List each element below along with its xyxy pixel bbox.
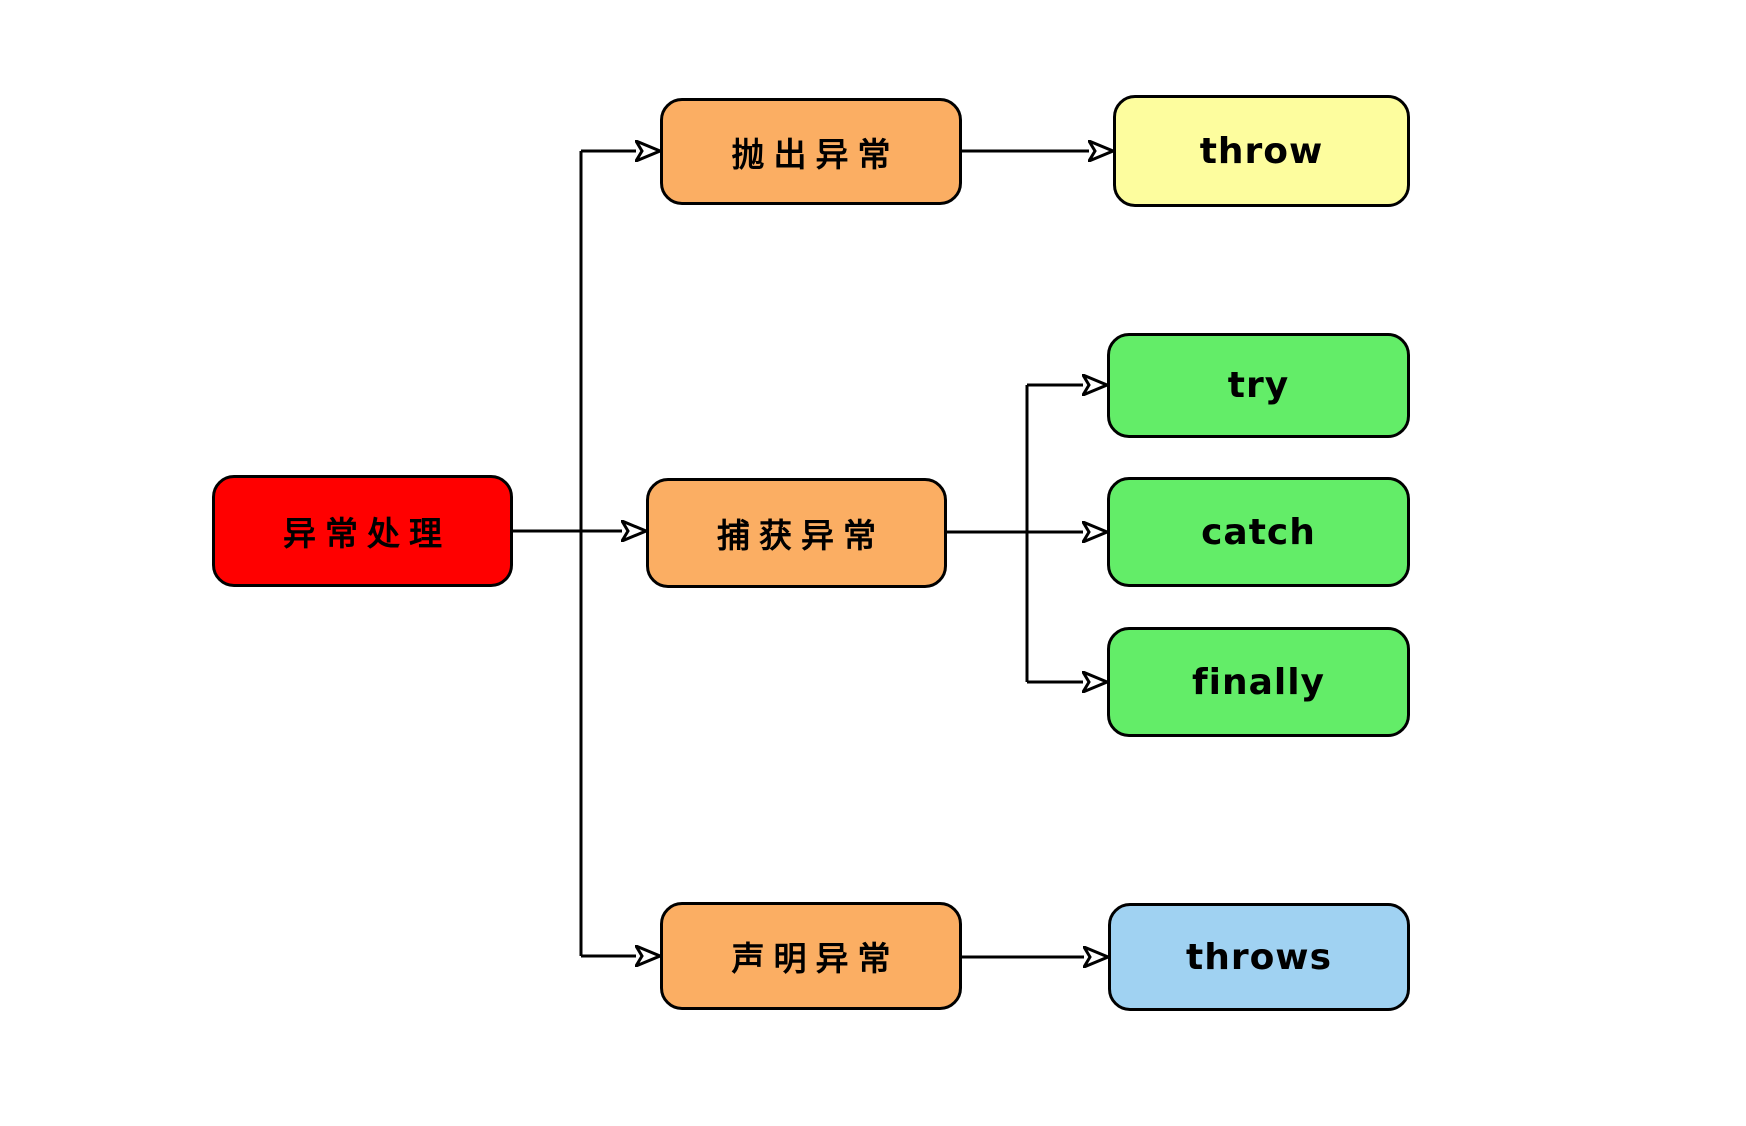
node-throws-keyword: throws <box>1108 903 1410 1011</box>
node-exception-handling: 异常处理 <box>212 475 513 587</box>
node-finally-keyword-label: finally <box>1191 661 1326 703</box>
node-throw-exception-label: 抛出异常 <box>731 134 900 174</box>
node-declare-exception-label: 声明异常 <box>731 939 900 978</box>
node-catch-keyword: catch <box>1107 477 1410 587</box>
node-finally-keyword: finally <box>1107 627 1410 737</box>
node-try-keyword-label: try <box>1227 365 1290 406</box>
node-throw-keyword-label: throw <box>1199 130 1324 172</box>
node-exception-handling-label: 异常处理 <box>283 514 451 553</box>
node-catch-exception-label: 捕获异常 <box>717 516 885 555</box>
node-declare-exception: 声明异常 <box>660 902 962 1010</box>
node-throw-exception: 抛出异常 <box>660 98 962 205</box>
node-throw-keyword: throw <box>1113 95 1410 207</box>
node-catch-keyword-label: catch <box>1201 511 1316 553</box>
node-throws-keyword-label: throws <box>1185 936 1332 978</box>
node-try-keyword: try <box>1107 333 1410 438</box>
node-catch-exception: 捕获异常 <box>646 478 947 588</box>
